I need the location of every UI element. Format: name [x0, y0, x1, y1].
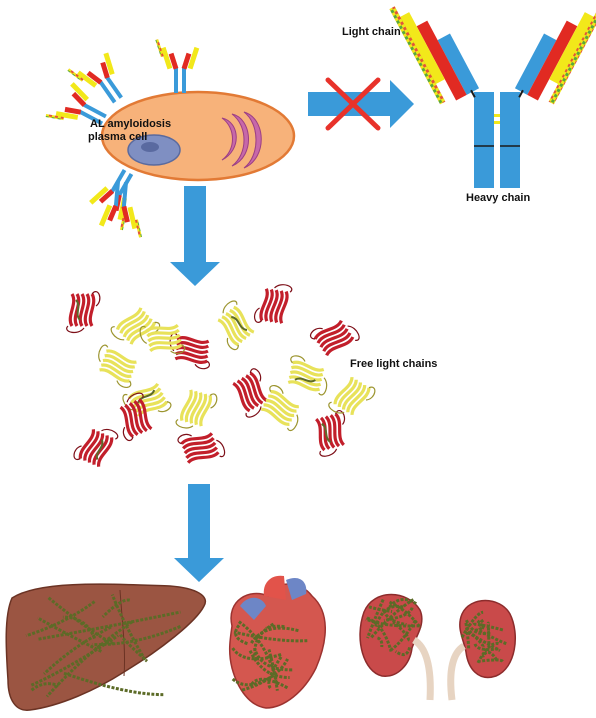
amyloid-fibril: [241, 658, 289, 692]
protein-ribbon: [73, 428, 119, 467]
protein-ribbon: [261, 385, 299, 432]
amyloid-fibril: [253, 622, 275, 659]
amyloid-fibril: [92, 625, 181, 647]
free-light-chains-label: Free light chains: [350, 358, 438, 370]
amyloid-fibril: [476, 641, 501, 664]
cell-antibody-upper-left: [66, 44, 134, 115]
heart: [228, 575, 326, 709]
amyloid-fibril: [267, 655, 283, 689]
amyloid-fibril: [30, 682, 60, 692]
amyloid-fibril: [233, 630, 308, 643]
amyloid-fibril: [62, 615, 97, 640]
cell-antibody-top: [155, 39, 200, 93]
heavy-chain-label: Heavy chain: [466, 192, 531, 204]
protein-ribbon: [119, 392, 153, 442]
amyloid-fibril: [47, 596, 114, 646]
down-arrow-1: [170, 186, 220, 286]
amyloid-fibril: [366, 598, 385, 639]
protein-ribbon: [217, 300, 255, 351]
amyloid-fibril: [248, 650, 290, 680]
amyloid-fibril: [25, 600, 96, 638]
protein-ribbon: [232, 368, 268, 418]
amyloid-fibril: [231, 647, 282, 661]
amyloid-fibril: [267, 649, 279, 691]
amyloid-deposits: [25, 594, 507, 698]
amyloid-fibril: [481, 650, 498, 661]
amyloid-fibril: [382, 609, 407, 627]
cell-label-line2: plasma cell: [88, 131, 148, 143]
free-light-chains-cluster: [66, 284, 376, 467]
protein-ribbon: [66, 291, 101, 334]
protein-ribbon: [314, 409, 346, 457]
amyloid-fibril: [472, 622, 504, 632]
amyloid-fibril: [486, 621, 491, 647]
amyloid-fibril: [394, 646, 412, 657]
down-arrow-2: [174, 484, 224, 582]
amyloid-fibril: [476, 628, 507, 646]
protein-ribbon: [328, 376, 376, 416]
amyloid-fibril: [38, 610, 181, 641]
blocked-arrow: [308, 77, 414, 131]
amyloid-fibril: [265, 624, 285, 630]
amyloid-fibril: [43, 625, 112, 676]
amyloid-fibril: [45, 620, 134, 698]
amyloid-fibril: [478, 618, 485, 630]
amyloid-fibril: [101, 598, 131, 618]
protein-ribbon: [287, 355, 328, 396]
amyloid-fibril: [389, 619, 417, 652]
amyloid-fibril: [231, 676, 271, 687]
amyloid-fibril: [474, 619, 484, 632]
protein-ribbon: [177, 432, 226, 464]
amyloid-fibril: [366, 616, 393, 652]
amyloid-fibril: [473, 642, 499, 652]
amyloid-fibril: [63, 671, 164, 697]
liver: [5, 583, 207, 711]
amyloid-fibril: [460, 610, 484, 639]
amyloid-fibril: [250, 626, 299, 644]
light-chain-label: Light chain: [342, 26, 401, 38]
protein-ribbon: [175, 389, 218, 429]
amyloid-fibril: [370, 598, 415, 639]
amyloid-fibril: [253, 647, 293, 672]
cell-label-line1: AL amyloidosis: [90, 118, 172, 130]
amyloid-fibril: [234, 624, 249, 646]
amyloid-fibril: [376, 636, 384, 648]
amyloid-fibril: [464, 622, 471, 652]
amyloid-fibril: [466, 630, 501, 652]
amyloid-fibril: [392, 620, 410, 642]
protein-ribbon: [98, 344, 137, 389]
plasma-cell: [100, 90, 296, 182]
protein-ribbon: [253, 284, 293, 324]
antibody-large: [389, 6, 596, 188]
protein-ribbon: [139, 323, 186, 355]
amyloid-fibril: [365, 617, 420, 628]
protein-ribbon: [310, 319, 360, 357]
